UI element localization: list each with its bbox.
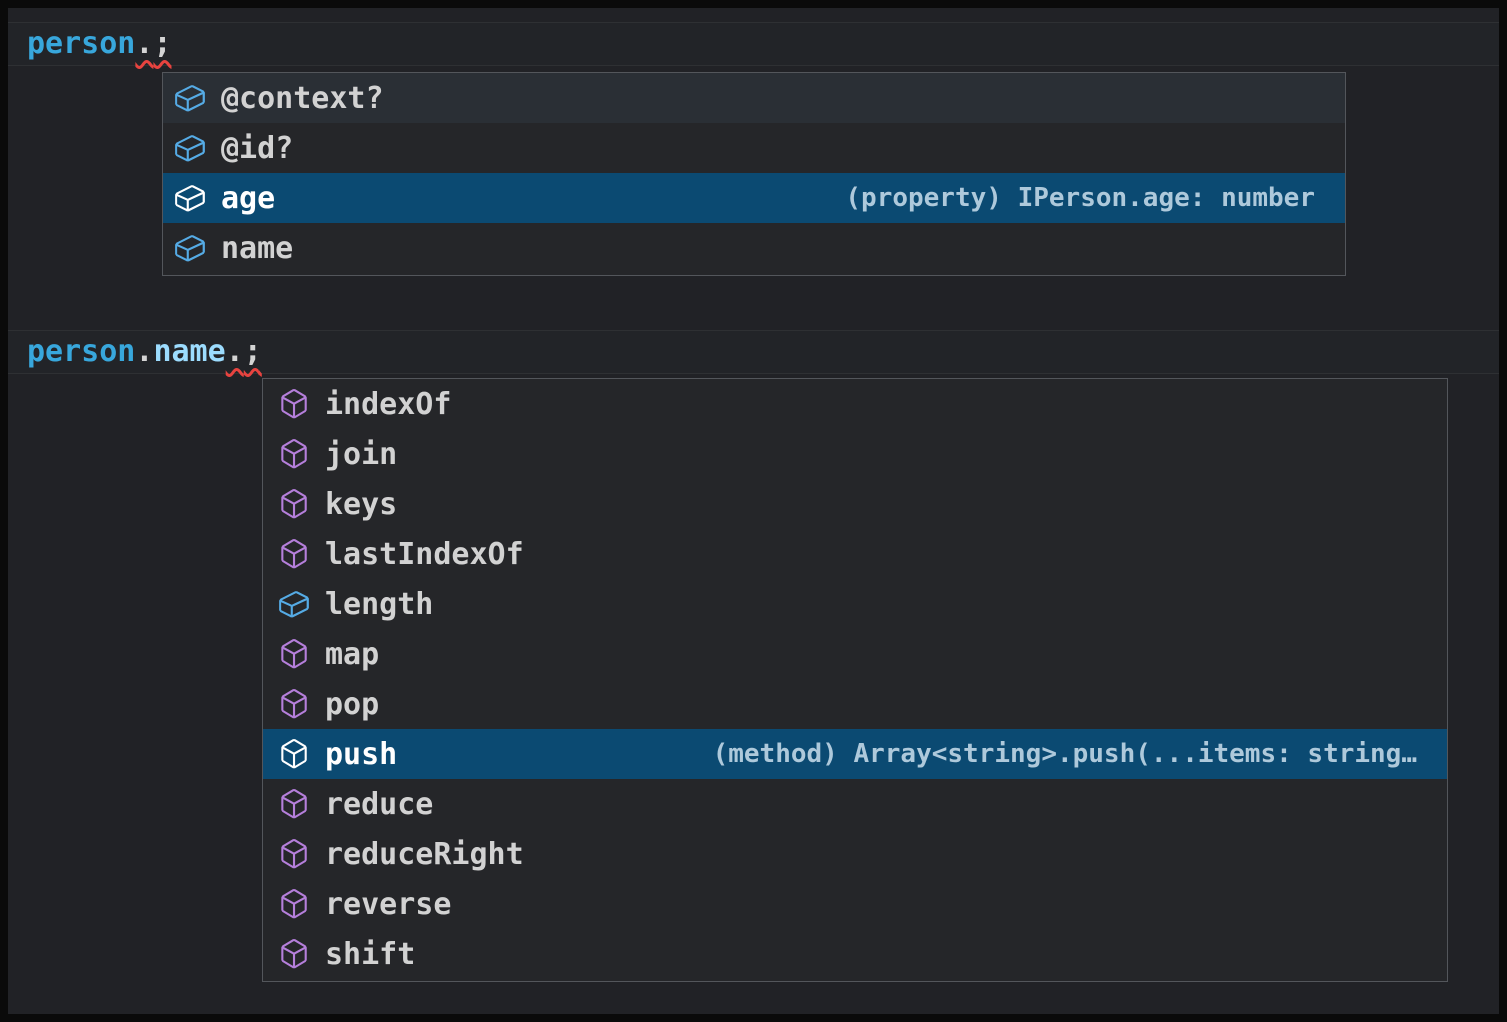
symbol-method-icon: [277, 637, 311, 671]
symbol-field-icon: [277, 587, 311, 621]
token-variable: person: [27, 334, 136, 369]
token-semicolon-error: ;: [153, 26, 172, 61]
token-property: name: [153, 334, 226, 369]
token-dot: .: [135, 334, 154, 369]
token-dot-error: .: [135, 26, 154, 61]
suggest-item-shift[interactable]: shift: [263, 929, 1447, 979]
suggest-item-label: push: [325, 736, 398, 772]
suggest-item-keys[interactable]: keys: [263, 479, 1447, 529]
suggest-item-context[interactable]: @context?: [163, 73, 1345, 123]
symbol-method-icon: [277, 787, 311, 821]
suggest-item-push-selected[interactable]: push (method) Array<string>.push(...item…: [263, 729, 1447, 779]
suggest-item-detail: (method) Array<string>.push(...items: st…: [712, 739, 1417, 769]
suggest-item-label: reduce: [325, 786, 434, 822]
suggest-item-label: reverse: [325, 886, 452, 922]
suggest-item-reduce[interactable]: reduce: [263, 779, 1447, 829]
symbol-method-icon: [277, 437, 311, 471]
code-line[interactable]: person.name.;: [27, 330, 262, 374]
suggest-item-label: @context?: [221, 80, 384, 116]
symbol-method-icon: [277, 537, 311, 571]
token-variable: person: [27, 26, 136, 61]
suggest-item-label: pop: [325, 686, 380, 722]
suggest-item-indexof[interactable]: indexOf: [263, 379, 1447, 429]
suggest-item-label: keys: [325, 486, 398, 522]
symbol-method-icon: [277, 487, 311, 521]
symbol-method-icon: [277, 887, 311, 921]
suggest-item-age-selected[interactable]: age (property) IPerson.age: number: [163, 173, 1345, 223]
suggest-item-map[interactable]: map: [263, 629, 1447, 679]
editor-surface[interactable]: person.; @context? @id? age (property) I…: [8, 8, 1499, 1014]
suggest-item-label: length: [325, 586, 434, 622]
suggest-item-reduceright[interactable]: reduceRight: [263, 829, 1447, 879]
suggest-widget-person: @context? @id? age (property) IPerson.ag…: [162, 72, 1346, 276]
suggest-item-label: map: [325, 636, 380, 672]
suggest-item-detail: (property) IPerson.age: number: [845, 183, 1315, 213]
symbol-method-icon: [277, 737, 311, 771]
suggest-item-lastindexof[interactable]: lastIndexOf: [263, 529, 1447, 579]
suggest-item-name[interactable]: name: [163, 223, 1345, 273]
code-line[interactable]: person.;: [27, 22, 172, 66]
symbol-field-icon: [173, 181, 207, 215]
symbol-field-icon: [173, 131, 207, 165]
suggest-item-label: shift: [325, 936, 416, 972]
token-semicolon-error: ;: [243, 334, 262, 369]
suggest-item-label: age: [221, 180, 276, 216]
symbol-method-icon: [277, 687, 311, 721]
suggest-item-label: lastIndexOf: [325, 536, 524, 572]
suggest-item-label: name: [221, 230, 294, 266]
symbol-field-icon: [173, 231, 207, 265]
suggest-item-label: @id?: [221, 130, 294, 166]
symbol-method-icon: [277, 837, 311, 871]
suggest-item-reverse[interactable]: reverse: [263, 879, 1447, 929]
suggest-widget-string-members: indexOf join keys lastIndexOf length map…: [262, 378, 1448, 982]
suggest-item-pop[interactable]: pop: [263, 679, 1447, 729]
suggest-item-label: reduceRight: [325, 836, 524, 872]
suggest-item-join[interactable]: join: [263, 429, 1447, 479]
symbol-method-icon: [277, 387, 311, 421]
symbol-field-icon: [173, 81, 207, 115]
suggest-item-length[interactable]: length: [263, 579, 1447, 629]
symbol-method-icon: [277, 937, 311, 971]
suggest-item-label: join: [325, 436, 398, 472]
suggest-item-id[interactable]: @id?: [163, 123, 1345, 173]
token-dot-error: .: [225, 334, 244, 369]
current-line-highlight: [8, 330, 1499, 374]
suggest-item-label: indexOf: [325, 386, 452, 422]
current-line-highlight: [8, 22, 1499, 66]
